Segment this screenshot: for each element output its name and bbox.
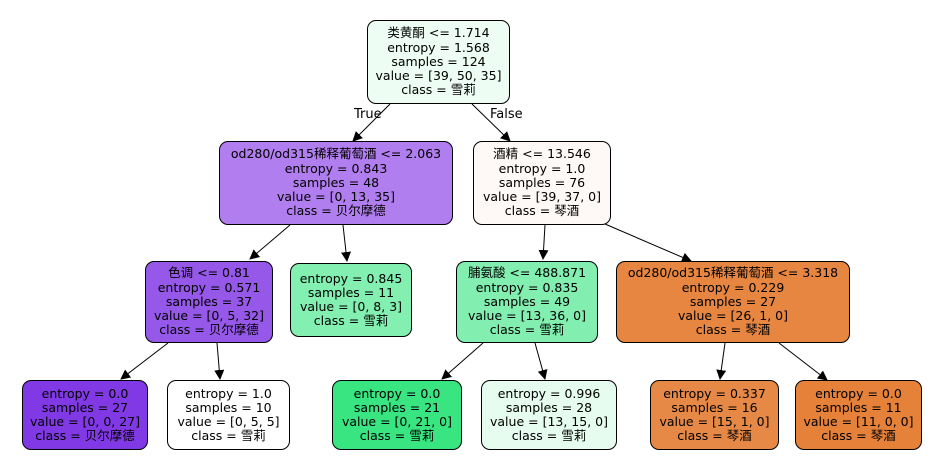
edge-n2-n3: [120, 342, 169, 380]
node-samples: samples = 28: [505, 399, 593, 415]
node-entropy: entropy = 0.0: [41, 385, 129, 401]
edge-n2-n4: [214, 342, 225, 380]
node-value: value = [0, 13, 35]: [277, 189, 395, 205]
node-split-rule: 色调 <= 0.81: [168, 265, 250, 281]
tree-node-n11: entropy = 0.337 samples = 16 value = [15…: [650, 380, 779, 450]
edge-root-n6: [471, 103, 511, 142]
node-class: class = 贝尔摩德: [286, 203, 386, 219]
tree-node-n6: 酒精 <= 13.546 entropy = 1.0 samples = 76 …: [473, 141, 611, 225]
node-class: class = 贝尔摩德: [35, 428, 135, 444]
node-split-rule: 类黄酮 <= 1.714: [387, 25, 490, 41]
node-class: class = 雪莉: [511, 428, 587, 444]
edge-label-false: False: [490, 107, 523, 122]
edge-n10-n12: [778, 342, 828, 381]
node-entropy: entropy = 0.571: [157, 279, 261, 295]
edge-n6-n10: [604, 223, 692, 263]
node-value: value = [0, 21, 0]: [341, 414, 453, 429]
node-entropy: entropy = 1.0: [498, 160, 586, 176]
node-value: value = [0, 8, 3]: [299, 299, 403, 314]
node-split-rule: 酒精 <= 13.546: [493, 146, 591, 162]
node-samples: samples = 16: [671, 399, 758, 415]
tree-node-n4: entropy = 1.0 samples = 10 value = [0, 5…: [167, 380, 290, 450]
tree-node-n1: od280/od315稀释葡萄酒 <= 2.063 entropy = 0.84…: [219, 141, 453, 225]
node-entropy: entropy = 0.337: [663, 385, 766, 401]
node-value: value = [39, 37, 0]: [483, 189, 601, 205]
node-class: class = 琴酒: [677, 428, 752, 444]
node-value: value = [0, 5, 32]: [153, 308, 265, 324]
node-value: value = [39, 50, 35]: [375, 68, 502, 84]
node-entropy: entropy = 0.0: [353, 385, 441, 401]
node-samples: samples = 37: [165, 293, 253, 309]
tree-node-n12: entropy = 0.0 samples = 11 value = [11, …: [795, 380, 922, 450]
node-value: value = [11, 0, 0]: [803, 414, 914, 429]
tree-node-n9: entropy = 0.996 samples = 28 value = [13…: [481, 380, 617, 450]
edge-n7-n9: [534, 342, 548, 380]
node-entropy: entropy = 0.835: [475, 279, 579, 295]
node-class: class = 琴酒: [821, 428, 896, 444]
node-class: class = 雪莉: [191, 428, 266, 444]
edge-n10-n11: [716, 342, 727, 380]
node-value: value = [13, 36, 0]: [468, 308, 586, 324]
node-entropy: entropy = 0.845: [299, 270, 403, 286]
node-class: class = 琴酒: [695, 322, 771, 338]
node-samples: samples = 76: [498, 174, 586, 190]
node-entropy: entropy = 1.568: [387, 39, 490, 55]
node-entropy: entropy = 1.0: [185, 385, 272, 401]
node-value: value = [13, 15, 0]: [490, 414, 608, 429]
tree-node-n2: 色调 <= 0.81 entropy = 0.571 samples = 37 …: [145, 261, 273, 343]
node-split-rule: od280/od315稀释葡萄酒 <= 3.318: [627, 265, 839, 281]
edge-n1-n5: [341, 224, 351, 262]
node-split-rule: od280/od315稀释葡萄酒 <= 2.063: [230, 146, 442, 162]
node-class: class = 琴酒: [504, 203, 580, 219]
node-samples: samples = 49: [483, 293, 571, 309]
node-samples: samples = 11: [815, 399, 902, 415]
node-class: class = 贝尔摩德: [159, 322, 259, 338]
node-samples: samples = 11: [307, 284, 395, 300]
node-class: class = 雪莉: [313, 313, 389, 329]
node-class: class = 雪莉: [489, 322, 565, 338]
node-samples: samples = 21: [353, 399, 441, 415]
node-samples: samples = 27: [689, 293, 777, 309]
node-entropy: entropy = 0.229: [681, 279, 785, 295]
tree-node-root: 类黄酮 <= 1.714 entropy = 1.568 samples = 1…: [367, 20, 510, 104]
tree-edges: [120, 103, 828, 381]
edge-n6-n7: [538, 224, 549, 260]
node-value: value = [0, 5, 5]: [177, 414, 280, 429]
node-value: value = [0, 0, 27]: [29, 414, 141, 429]
node-entropy: entropy = 0.996: [497, 385, 601, 401]
node-value: value = [26, 1, 0]: [677, 308, 789, 324]
node-samples: samples = 27: [41, 399, 129, 415]
node-entropy: entropy = 0.0: [815, 385, 902, 401]
tree-node-n8: entropy = 0.0 samples = 21 value = [0, 2…: [332, 380, 462, 450]
node-samples: samples = 10: [185, 399, 272, 415]
tree-node-n10: od280/od315稀释葡萄酒 <= 3.318 entropy = 0.22…: [616, 261, 850, 343]
tree-node-n3: entropy = 0.0 samples = 27 value = [0, 0…: [22, 380, 148, 450]
tree-node-n5: entropy = 0.845 samples = 11 value = [0,…: [290, 263, 412, 337]
edge-root-n1: [352, 103, 391, 142]
node-samples: samples = 48: [292, 174, 380, 190]
edge-label-true: True: [354, 107, 382, 122]
edge-n1-n2: [249, 224, 291, 260]
node-entropy: entropy = 0.843: [284, 160, 388, 176]
tree-node-n7: 脯氨酸 <= 488.871 entropy = 0.835 samples =…: [456, 261, 598, 343]
node-samples: samples = 124: [391, 53, 486, 69]
node-class: class = 雪莉: [401, 82, 476, 98]
node-class: class = 雪莉: [359, 428, 435, 444]
edge-n7-n8: [441, 342, 484, 380]
node-value: value = [15, 1, 0]: [659, 414, 770, 429]
node-split-rule: 脯氨酸 <= 488.871: [467, 265, 587, 281]
